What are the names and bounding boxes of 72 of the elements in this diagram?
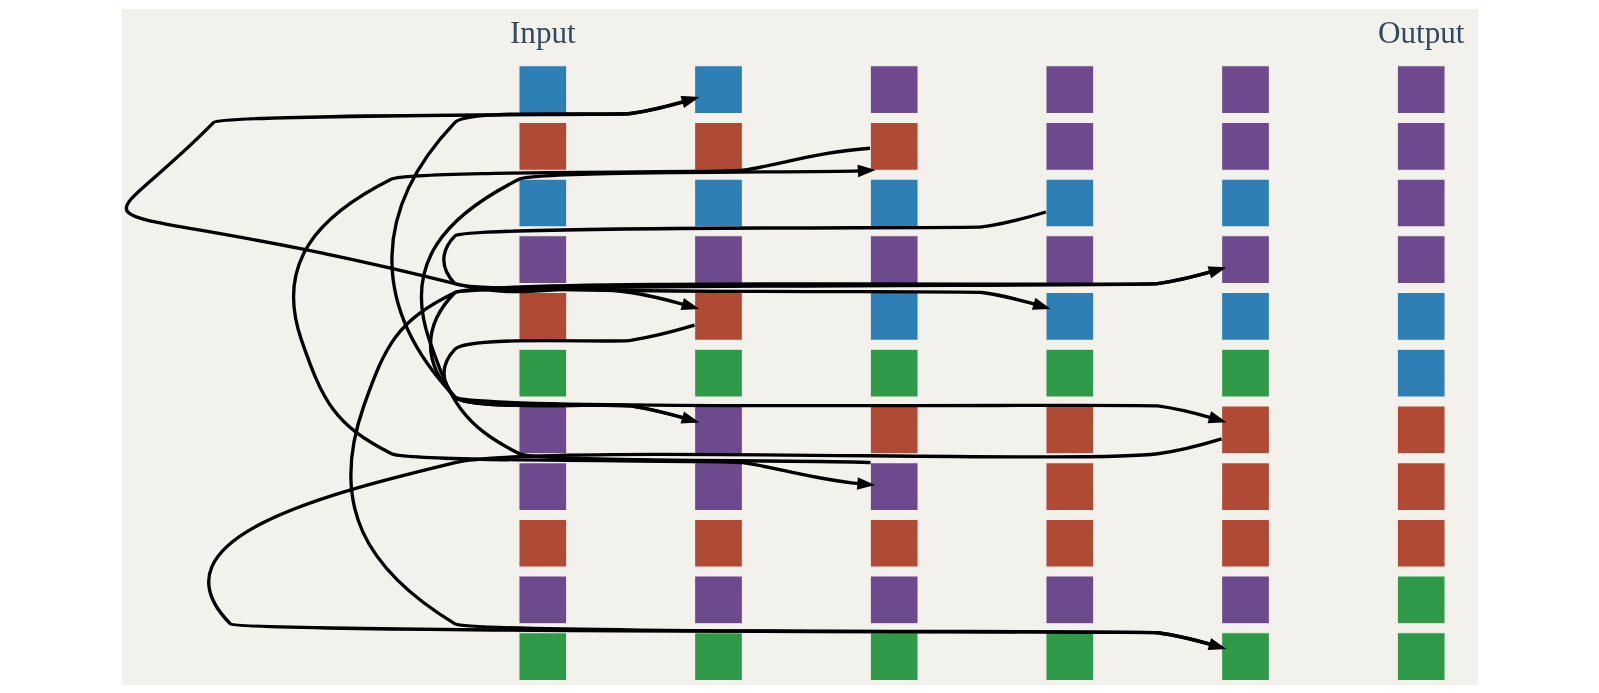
- arrow: [419, 164, 876, 464]
- node-box: [693, 631, 743, 681]
- node-box: [517, 291, 567, 341]
- node-box: [869, 518, 919, 568]
- node-box: [693, 64, 743, 114]
- node-box: [1220, 575, 1270, 624]
- node-box: [869, 178, 919, 227]
- node-box: [517, 518, 567, 568]
- node-box: [869, 404, 919, 454]
- node-box: [869, 121, 919, 171]
- node-box: [517, 64, 567, 114]
- label: Output: [1377, 14, 1464, 50]
- node-box: [517, 461, 567, 511]
- node-box: [869, 234, 919, 284]
- node-box: [1044, 64, 1094, 114]
- node-box: [517, 631, 567, 681]
- node-box: [693, 518, 743, 568]
- node-box: [1396, 64, 1446, 114]
- node-box: [1044, 461, 1094, 511]
- node-box: [693, 404, 743, 454]
- node-box: [517, 178, 567, 227]
- node-box: [1396, 178, 1446, 227]
- arrow: [291, 146, 875, 490]
- node-box: [1044, 178, 1094, 227]
- node-box: [869, 575, 919, 624]
- node-box: [1220, 631, 1270, 681]
- label: Input: [509, 14, 576, 50]
- node-box: [693, 348, 743, 398]
- node-box: [517, 575, 567, 624]
- node-box: [1396, 234, 1446, 284]
- arrow: [441, 209, 1051, 310]
- node-box: [693, 575, 743, 624]
- node-box: [693, 291, 743, 341]
- node-box: [1220, 291, 1270, 341]
- node-box: [869, 461, 919, 511]
- node-box: [1220, 348, 1270, 398]
- node-box: [517, 121, 567, 171]
- node-box: [517, 234, 567, 284]
- node-box: [1044, 121, 1094, 171]
- node-box: [1220, 121, 1270, 171]
- node-box: [693, 121, 743, 171]
- node-box: [1396, 291, 1446, 341]
- node-box: [869, 64, 919, 114]
- node-box: [517, 348, 567, 398]
- node-box: [1044, 234, 1094, 284]
- node-box: [1220, 518, 1270, 568]
- node-box: [517, 404, 567, 454]
- arrow: [125, 96, 699, 310]
- node-box: [1396, 575, 1446, 624]
- node-box: [1396, 461, 1446, 511]
- node-box: [1220, 234, 1270, 284]
- node-box: [1044, 575, 1094, 624]
- node-box: [1044, 518, 1094, 568]
- node-box: [1396, 631, 1446, 681]
- node-box: [1044, 631, 1094, 681]
- node-box: [1044, 348, 1094, 398]
- node-box: [1220, 64, 1270, 114]
- node-box: [693, 178, 743, 227]
- node-box: [869, 291, 919, 341]
- node-box: [693, 461, 743, 511]
- node-box: [1044, 404, 1094, 454]
- node-box: [1396, 121, 1446, 171]
- node-box: [1396, 404, 1446, 454]
- node-box: [693, 234, 743, 284]
- node-box: [1396, 518, 1446, 568]
- node-box: [1220, 178, 1270, 227]
- node-box: [869, 348, 919, 398]
- node-box: [1220, 404, 1270, 454]
- node-box: [1396, 348, 1446, 398]
- node-box: [869, 631, 919, 681]
- node-box: [1044, 291, 1094, 341]
- node-box: [1220, 461, 1270, 511]
